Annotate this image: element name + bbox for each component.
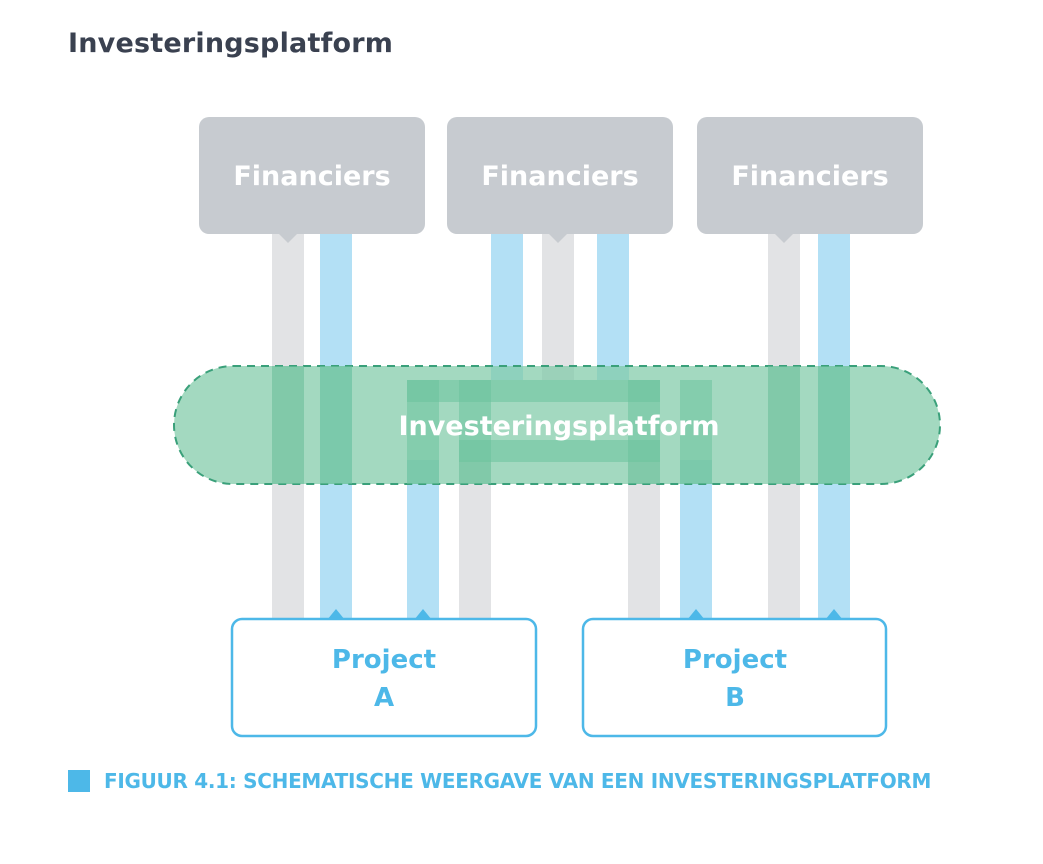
blue-flow-strip: [597, 230, 629, 380]
platform-routing: [272, 366, 850, 484]
financier-label: Financiers: [731, 161, 888, 192]
financier-box: Financiers: [697, 117, 923, 243]
caption-square-icon: [68, 770, 90, 792]
blue-flow-strip: [491, 230, 523, 380]
caption-text: FIGUUR 4.1: SCHEMATISCHE WEERGAVE VAN EE…: [104, 769, 932, 793]
grey-flow-strip: [628, 460, 660, 620]
arrowhead: [327, 609, 345, 620]
project-label-line2: A: [374, 683, 394, 713]
project-label-line1: Project: [332, 645, 436, 675]
financier-label: Financiers: [233, 161, 390, 192]
page-title: Investeringsplatform: [68, 28, 394, 59]
arrowhead: [414, 609, 432, 620]
arrowhead: [825, 609, 843, 620]
grey-flow-strip: [459, 460, 491, 620]
project-arrowheads: [327, 609, 843, 620]
figure-caption: FIGUUR 4.1: SCHEMATISCHE WEERGAVE VAN EE…: [68, 767, 931, 795]
financier-label: Financiers: [481, 161, 638, 192]
platform-pill: [173, 365, 941, 485]
project-label-line1: Project: [683, 645, 787, 675]
financier-box: Financiers: [199, 117, 425, 243]
arrowhead: [687, 609, 705, 620]
project-label-line2: B: [725, 683, 745, 713]
platform-label: Investeringsplatform: [398, 411, 719, 442]
blue-flow-strip: [407, 460, 439, 620]
platform: Investeringsplatform: [173, 365, 941, 485]
grey-flow-strip: [542, 230, 574, 380]
flow-strips: [272, 230, 850, 620]
financier-box: Financiers: [447, 117, 673, 243]
project-box: Project A: [230, 617, 538, 738]
project-box: Project B: [581, 617, 888, 738]
blue-flow-strip: [680, 460, 712, 620]
